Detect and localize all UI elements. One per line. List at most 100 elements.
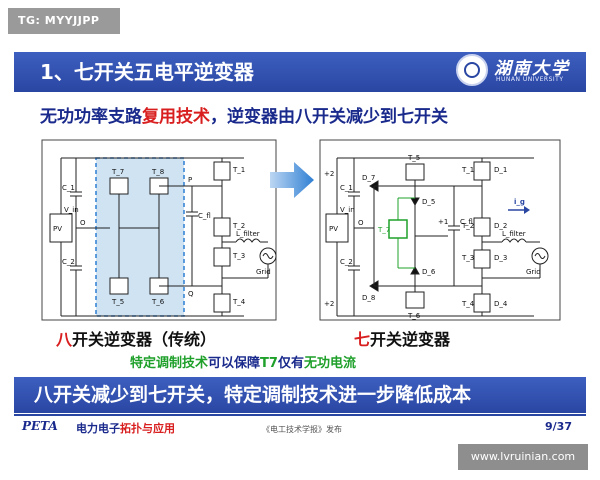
conclusion-text: 八开关减少到七开关，特定调制技术进一步降低成本 (34, 384, 472, 406)
left-switch-t7 (109, 177, 129, 195)
left-switch-t3 (213, 247, 231, 267)
right-label-t1: T_1 (461, 166, 474, 174)
right-label-cfl: C_fl (460, 218, 473, 226)
left-label-q: Q (188, 290, 194, 298)
right-switch-t7 (388, 219, 408, 239)
left-label-grid: Grid (256, 268, 271, 276)
modulation-note: 特定调制技术可以保障T7仅有无功电流 (130, 352, 356, 371)
left-switch-t2 (213, 217, 231, 237)
right-label-d3: D_3 (494, 254, 507, 262)
circuit-diagrams: PV V_in C_1 O C_2 T_7 T_8 T_5 T_6 P Q C_… (41, 139, 561, 321)
caption-left-rest: 开关逆变器（传统） (72, 330, 217, 349)
left-label-pv: PV (53, 225, 62, 233)
page-number: 9/37 (545, 420, 572, 433)
right-label-c1: C_1 (340, 184, 353, 192)
caption-right: 七开关逆变器 (354, 326, 450, 350)
conclusion-bar: 八开关减少到七开关，特定调制技术进一步降低成本 (14, 377, 586, 413)
right-label-t7: T_7 (377, 226, 390, 234)
footer-course-part2: 拓扑与应用 (120, 422, 175, 435)
footer-course-part1: 电力电子 (76, 422, 120, 435)
right-label-plus2b: +2 (324, 300, 334, 308)
note-part2: 可以保障 (208, 356, 261, 371)
right-label-d5: D_5 (422, 198, 435, 206)
subtitle-part2: 复用技术 (142, 107, 210, 127)
tg-badge: TG: MYYJJPP (8, 8, 120, 34)
left-label-p: P (188, 176, 192, 184)
right-labels: PV V_in C_1 O C_2 +2 +2 D_7 D_8 T_5 D_5 … (324, 154, 541, 320)
slide: 1、七开关五电平逆变器 湖南大学 HUNAN UNIVERSITY 无功功率支路… (14, 30, 586, 445)
left-label-t6: T_6 (151, 298, 165, 306)
left-circuit (41, 139, 277, 321)
right-label-c2: C_2 (340, 258, 353, 266)
caption-left-red: 八 (56, 330, 73, 349)
left-circuit-frame (41, 139, 277, 321)
right-label-d6: D_6 (422, 268, 436, 276)
left-label-t1: T_1 (232, 166, 245, 174)
left-switch-t5 (109, 277, 129, 295)
left-switch-t4 (213, 293, 231, 313)
left-label-cfl: C_fl (198, 212, 211, 220)
right-switch-t6 (405, 291, 425, 309)
right-label-pv: PV (329, 225, 338, 233)
right-label-lfilter: L_filter (502, 230, 526, 238)
right-label-grid: Grid (526, 268, 541, 276)
note-part4: 仅有 (277, 356, 304, 371)
left-label-t4: T_4 (232, 298, 246, 306)
caption-right-rest: 开关逆变器 (370, 330, 451, 349)
right-switch-t5 (405, 163, 425, 181)
seal-icon (456, 54, 488, 86)
left-switch-t1 (213, 161, 231, 181)
subtitle-part1: 无功功率支路 (40, 107, 142, 127)
right-switch-t3 (473, 249, 491, 269)
footer-source: 《电工技术学报》发布 (262, 425, 342, 434)
left-label-vin: V_in (64, 206, 79, 214)
slide-title: 1、七开关五电平逆变器 (40, 60, 254, 84)
right-label-d1: D_1 (494, 166, 507, 174)
website-watermark: www.lvruinian.com (458, 444, 588, 470)
subtitle-part3: ，逆变器由八开关减少到七开关 (210, 107, 448, 127)
title-bar: 1、七开关五电平逆变器 湖南大学 HUNAN UNIVERSITY (14, 52, 586, 92)
right-label-d8: D_8 (362, 294, 375, 302)
footer-course: 电力电子拓扑与应用 (76, 420, 175, 436)
caption-left: 八开关逆变器（传统） (56, 326, 216, 350)
slide-footer: PETA 电力电子拓扑与应用 《电工技术学报》发布 9/37 (14, 414, 586, 438)
left-label-t7: T_7 (111, 168, 124, 176)
slide-subtitle: 无功功率支路复用技术，逆变器由八开关减少到七开关 (40, 102, 448, 127)
right-diode-d5 (410, 197, 420, 207)
left-label-c1: C_1 (62, 184, 75, 192)
right-label-t6: T_6 (407, 312, 421, 320)
right-label-ig: i_g (514, 198, 525, 206)
right-label-d4: D_4 (494, 300, 508, 308)
right-switch-t4 (473, 293, 491, 313)
transition-arrow (270, 162, 314, 198)
logo-subtitle: HUNAN UNIVERSITY (496, 76, 564, 83)
note-part5: 无功电流 (303, 356, 356, 371)
right-label-plus1: +1 (438, 218, 448, 226)
right-switch-t2 (473, 217, 491, 237)
left-label-lfilter: L_filter (236, 230, 260, 238)
note-part3: T7 (260, 356, 278, 371)
left-labels: PV V_in C_1 O C_2 T_7 T_8 T_5 T_6 P Q C_… (53, 166, 271, 306)
left-highlight-box (95, 157, 185, 317)
left-label-t8: T_8 (151, 168, 164, 176)
right-label-o: O (358, 219, 364, 227)
left-label-t5: T_5 (111, 298, 124, 306)
caption-right-red: 七 (354, 330, 371, 349)
note-part1: 特定调制技术 (130, 356, 209, 371)
right-label-t4: T_4 (461, 300, 475, 308)
university-logo: 湖南大学 HUNAN UNIVERSITY (456, 54, 576, 90)
left-label-t2: T_2 (232, 222, 245, 230)
right-label-t5: T_5 (407, 154, 420, 162)
footer-logo: PETA (22, 419, 58, 433)
right-circuit (319, 139, 561, 321)
right-label-plus2a: +2 (324, 170, 334, 178)
right-label-t2: T_2 (461, 222, 474, 230)
right-label-t3: T_3 (461, 254, 474, 262)
right-circuit-frame (319, 139, 561, 321)
left-label-t3: T_3 (232, 252, 245, 260)
right-label-d2: D_2 (494, 222, 507, 230)
logo-name: 湖南大学 (494, 59, 570, 79)
right-label-vin: V_in (340, 206, 355, 214)
right-label-d7: D_7 (362, 174, 375, 182)
right-switch-t1 (473, 161, 491, 181)
